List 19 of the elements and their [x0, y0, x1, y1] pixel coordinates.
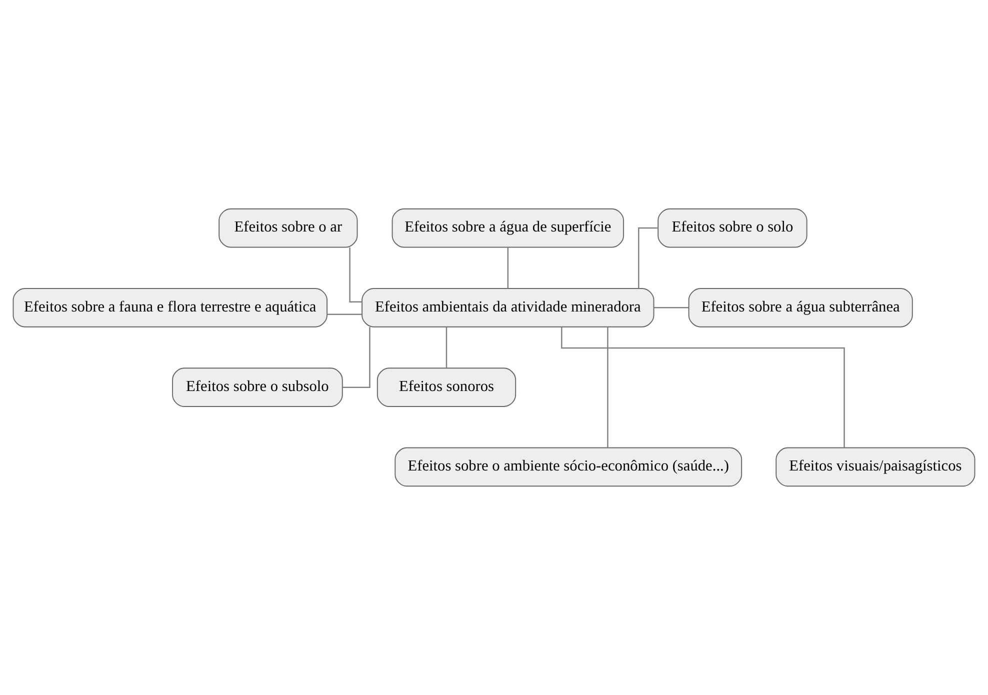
- node-box: Efeitos sobre o ambiente sócio-econômico (saúde...): [394, 447, 742, 487]
- node-box: Efeitos visuais/paisagísticos: [776, 447, 976, 487]
- connector: [349, 247, 362, 303]
- node-box: Efeitos sobre a água subterrânea: [688, 288, 913, 328]
- node-box: Efeitos ambientais da atividade mineradora: [362, 288, 654, 328]
- connector: [327, 314, 362, 316]
- connector: [507, 247, 509, 288]
- connector: [638, 227, 658, 288]
- node-box: Efeitos sonoros: [376, 368, 516, 407]
- connector: [446, 326, 448, 368]
- node-box: Efeitos sobre o solo: [658, 208, 808, 248]
- connector: [654, 307, 689, 308]
- connector: [561, 326, 845, 448]
- node-box: Efeitos sobre a água de superfície: [392, 208, 624, 248]
- connector: [342, 326, 370, 388]
- connector: [607, 326, 608, 448]
- node-box: Efeitos sobre a fauna e flora terrestre e aquática: [12, 288, 328, 328]
- node-box: Efeitos sobre o subsolo: [172, 368, 343, 407]
- node-box: Efeitos sobre o ar: [218, 208, 358, 248]
